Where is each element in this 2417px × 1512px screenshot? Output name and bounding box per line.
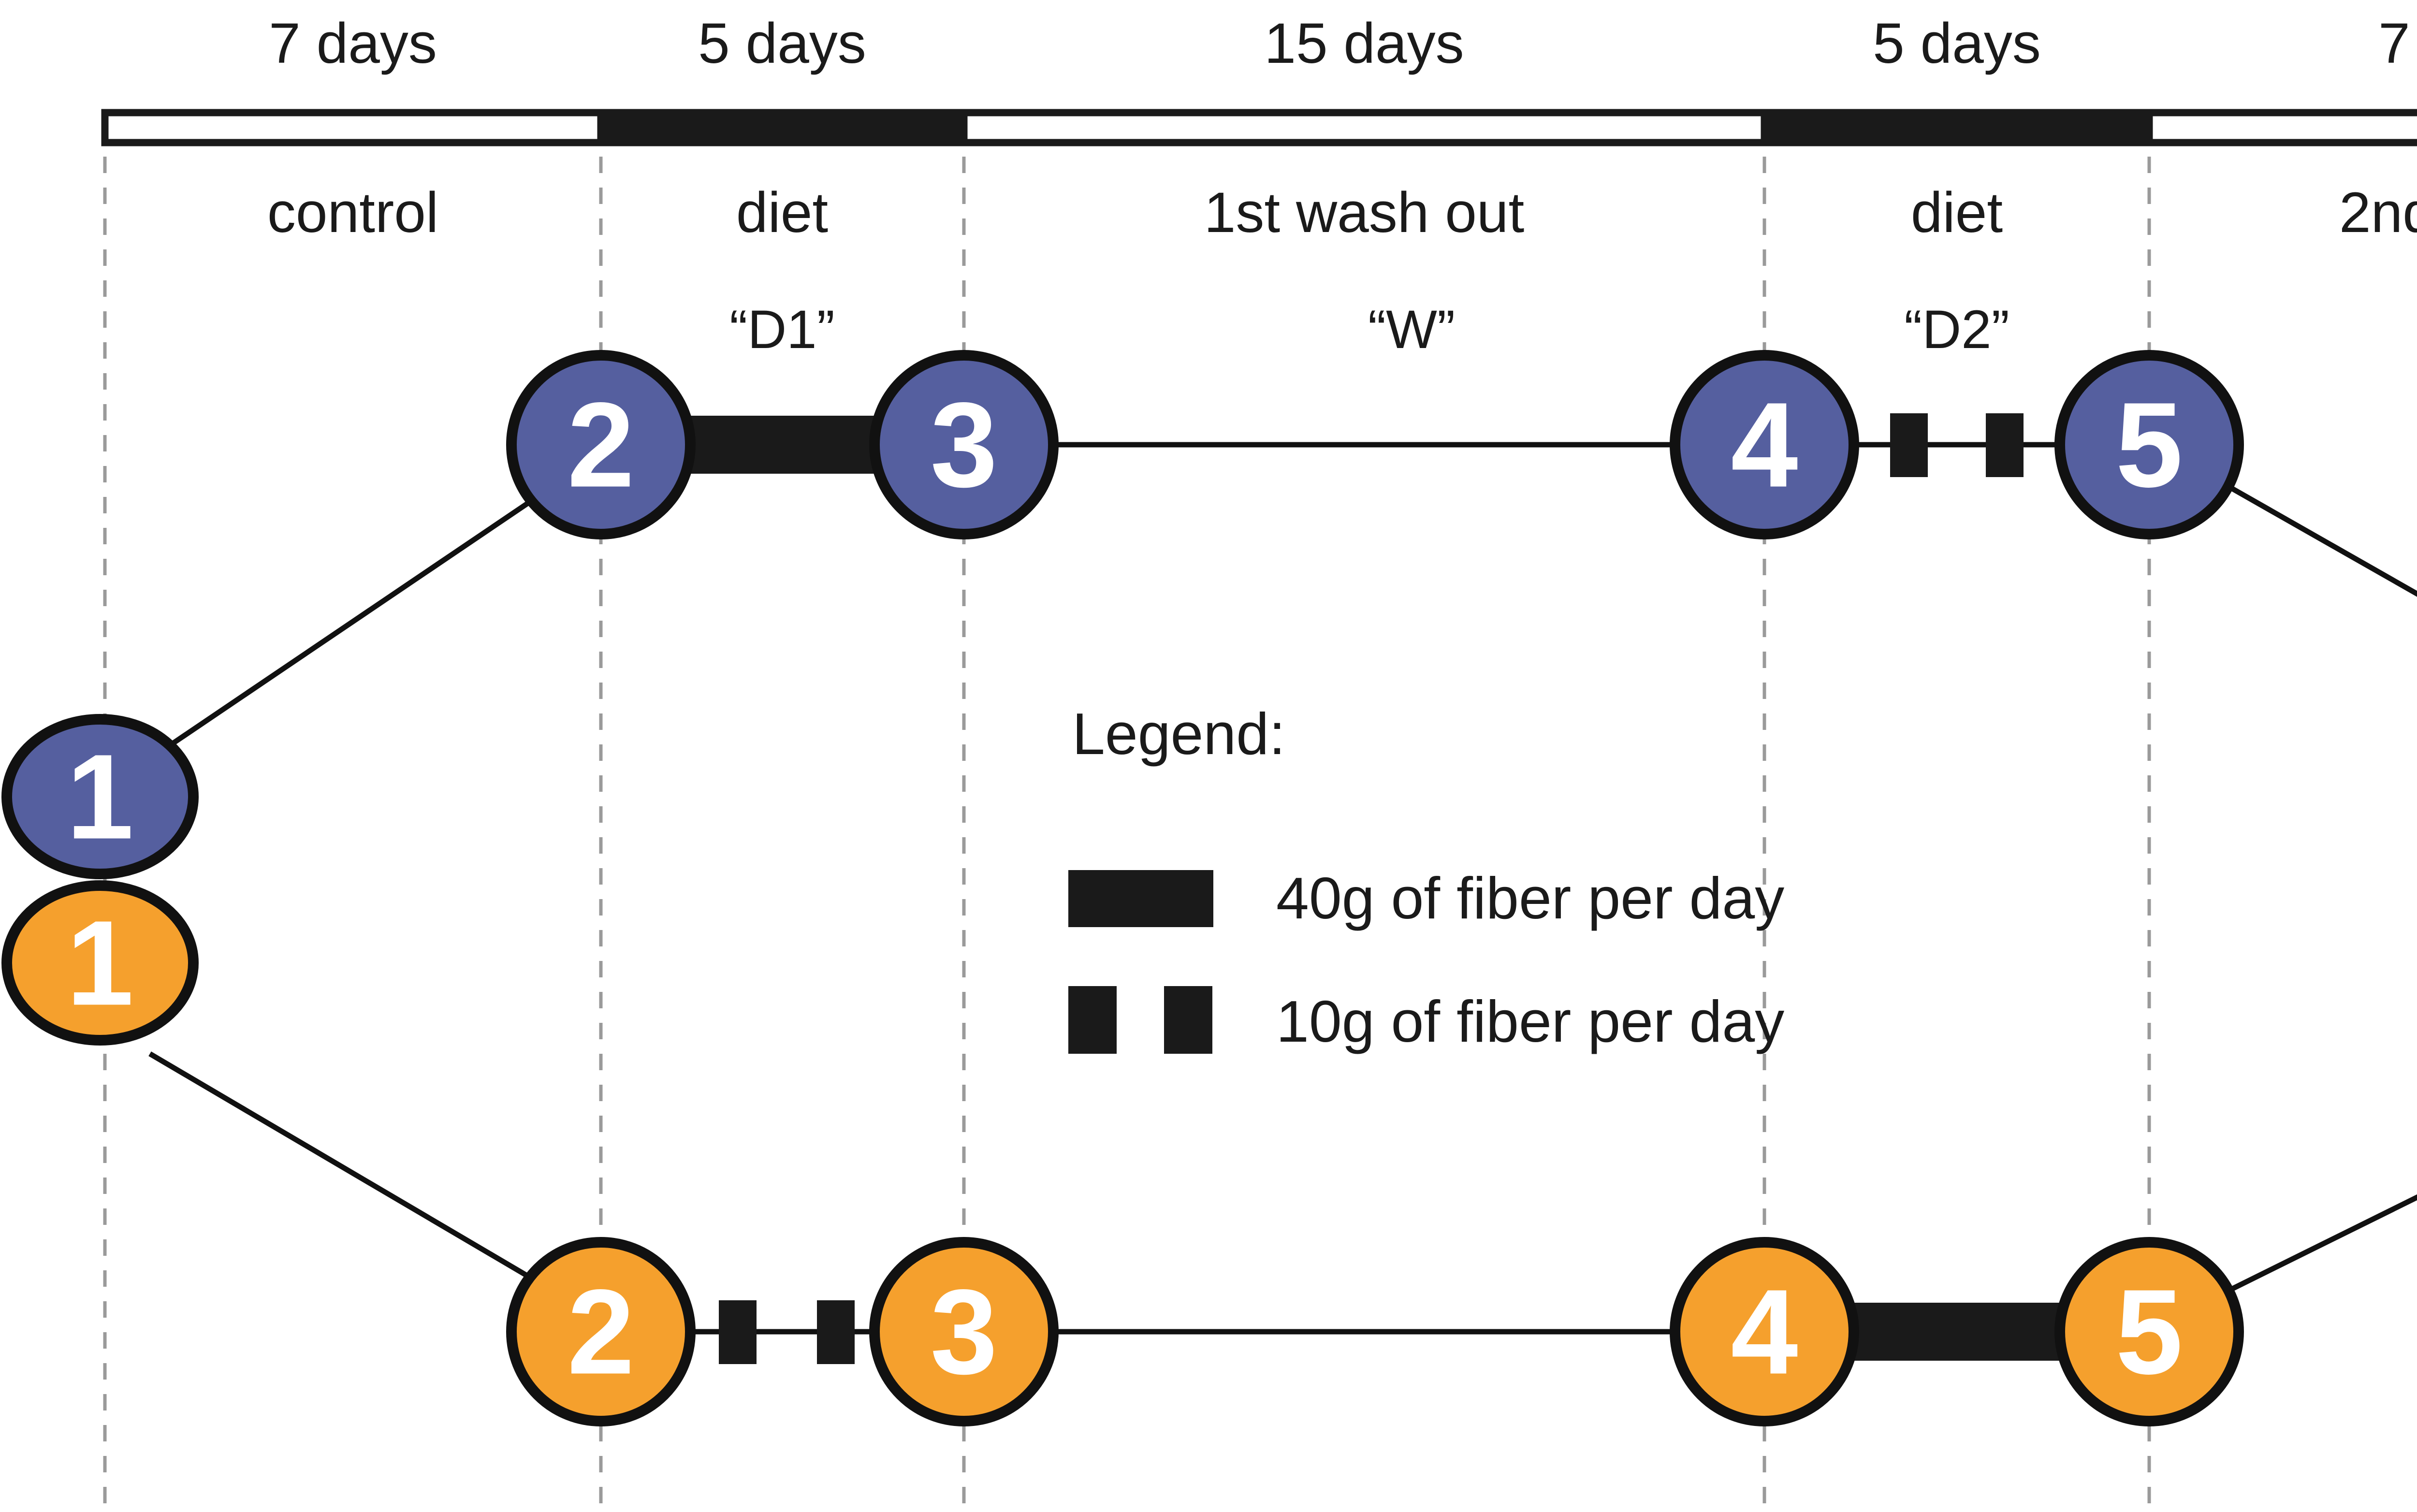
duration-label-5: 7 days bbox=[2378, 12, 2417, 75]
link-b-1-2 bbox=[148, 1051, 562, 1298]
duration-label-1: 7 days bbox=[269, 12, 437, 75]
node-a-2[interactable]: 2 bbox=[506, 350, 696, 539]
arm-a-path bbox=[148, 413, 2417, 761]
timeline-bar bbox=[101, 109, 2417, 146]
link-b-4-5-thick-bar bbox=[1842, 1303, 2074, 1361]
link-b-2-3-dash-1 bbox=[719, 1300, 757, 1364]
arm-b-path bbox=[148, 1051, 2417, 1364]
node-b-2[interactable]: 2 bbox=[506, 1237, 696, 1426]
legend-title: Legend: bbox=[1072, 701, 1285, 767]
link-a-4-5-dash-2 bbox=[1986, 413, 2024, 477]
node-b-5[interactable]: 5 bbox=[2054, 1237, 2244, 1426]
link-a-5-6 bbox=[2217, 479, 2417, 597]
code-label-w: “W” bbox=[1368, 299, 1455, 360]
duration-label-3: 15 days bbox=[1264, 12, 1464, 75]
phase-label-washout-2: 2nd wash out bbox=[2339, 181, 2417, 245]
duration-label-2: 5 days bbox=[698, 12, 866, 75]
node-a-2-label: 2 bbox=[567, 378, 634, 512]
node-b-5-label: 5 bbox=[2115, 1265, 2183, 1399]
phase-label-control: control bbox=[267, 181, 438, 245]
node-a-1-label: 1 bbox=[66, 729, 133, 864]
node-a-3-circle[interactable] bbox=[869, 350, 1059, 539]
node-a-4-circle[interactable] bbox=[1670, 350, 1859, 539]
legend-label-40g: 40g of fiber per day bbox=[1276, 865, 1784, 931]
link-a-2-3-thick-bar bbox=[677, 416, 894, 474]
node-b-3-circle[interactable] bbox=[869, 1237, 1059, 1426]
link-a-1-2 bbox=[148, 479, 563, 761]
timeline-segment-control bbox=[101, 109, 605, 146]
phase-label-diet-1: diet bbox=[736, 181, 828, 245]
node-a-5-circle[interactable] bbox=[2054, 350, 2244, 539]
node-b-1-label: 1 bbox=[66, 896, 133, 1031]
node-b-5-circle[interactable] bbox=[2054, 1237, 2244, 1426]
timeline-segment-diet-1 bbox=[597, 109, 968, 146]
node-b-3-label: 3 bbox=[930, 1265, 997, 1399]
code-label-d1: “D1” bbox=[729, 299, 835, 360]
legend: Legend: 40g of fiber per day 10g of fibe… bbox=[1068, 701, 1784, 1054]
node-a-4-label: 4 bbox=[1731, 378, 1798, 512]
phase-label-diet-2: diet bbox=[1911, 181, 2003, 245]
timeline-segment-diet-2 bbox=[1761, 109, 2153, 146]
legend-label-10g: 10g of fiber per day bbox=[1276, 989, 1784, 1054]
node-a-2-circle[interactable] bbox=[506, 350, 696, 539]
node-b-1-circle[interactable] bbox=[1, 880, 199, 1046]
legend-entry-10g: 10g of fiber per day bbox=[1068, 986, 1784, 1054]
duration-labels: 7 days 5 days 15 days 5 days 7 days bbox=[269, 12, 2417, 75]
node-a-5-label: 5 bbox=[2115, 378, 2183, 512]
node-b-4-circle[interactable] bbox=[1670, 1237, 1859, 1426]
arm-b-nodes: 1 2 3 4 5 6 bbox=[1, 880, 2244, 1426]
phase-labels: control diet 1st wash out diet 2nd wash … bbox=[267, 181, 2417, 245]
node-a-1[interactable]: 1 bbox=[1, 714, 199, 879]
timeline-segment-washout-1 bbox=[960, 109, 1768, 146]
node-a-4[interactable]: 4 bbox=[1670, 350, 1859, 539]
node-a-3[interactable]: 3 bbox=[869, 350, 1059, 539]
link-a-4-5-dash-1 bbox=[1890, 413, 1928, 477]
node-a-3-label: 3 bbox=[930, 378, 997, 512]
legend-swatch-dash-2 bbox=[1164, 986, 1212, 1054]
code-label-d2: “D2” bbox=[1904, 299, 2009, 360]
node-b-4[interactable]: 4 bbox=[1670, 1237, 1859, 1426]
legend-swatch-dash-1 bbox=[1068, 986, 1117, 1054]
legend-entry-40g: 40g of fiber per day bbox=[1068, 865, 1784, 931]
node-b-1[interactable]: 1 bbox=[1, 880, 199, 1046]
node-b-2-label: 2 bbox=[567, 1265, 634, 1399]
period-code-labels: “D1” “W” “D2” bbox=[729, 299, 2009, 360]
node-b-3[interactable]: 3 bbox=[869, 1237, 1059, 1426]
node-a-5[interactable]: 5 bbox=[2054, 350, 2244, 539]
link-b-5-6 bbox=[2217, 1194, 2417, 1298]
node-b-4-label: 4 bbox=[1731, 1265, 1798, 1399]
timeline-segment-washout-2 bbox=[2145, 109, 2417, 146]
node-a-1-circle[interactable] bbox=[1, 714, 199, 879]
phase-label-washout-1: 1st wash out bbox=[1204, 181, 1524, 245]
arm-a-nodes: 1 2 3 4 5 bbox=[1, 350, 2244, 879]
node-b-2-circle[interactable] bbox=[506, 1237, 696, 1426]
link-b-2-3-dash-2 bbox=[817, 1300, 855, 1364]
legend-swatch-solid-bar bbox=[1068, 870, 1213, 927]
duration-label-4: 5 days bbox=[1873, 12, 2041, 75]
